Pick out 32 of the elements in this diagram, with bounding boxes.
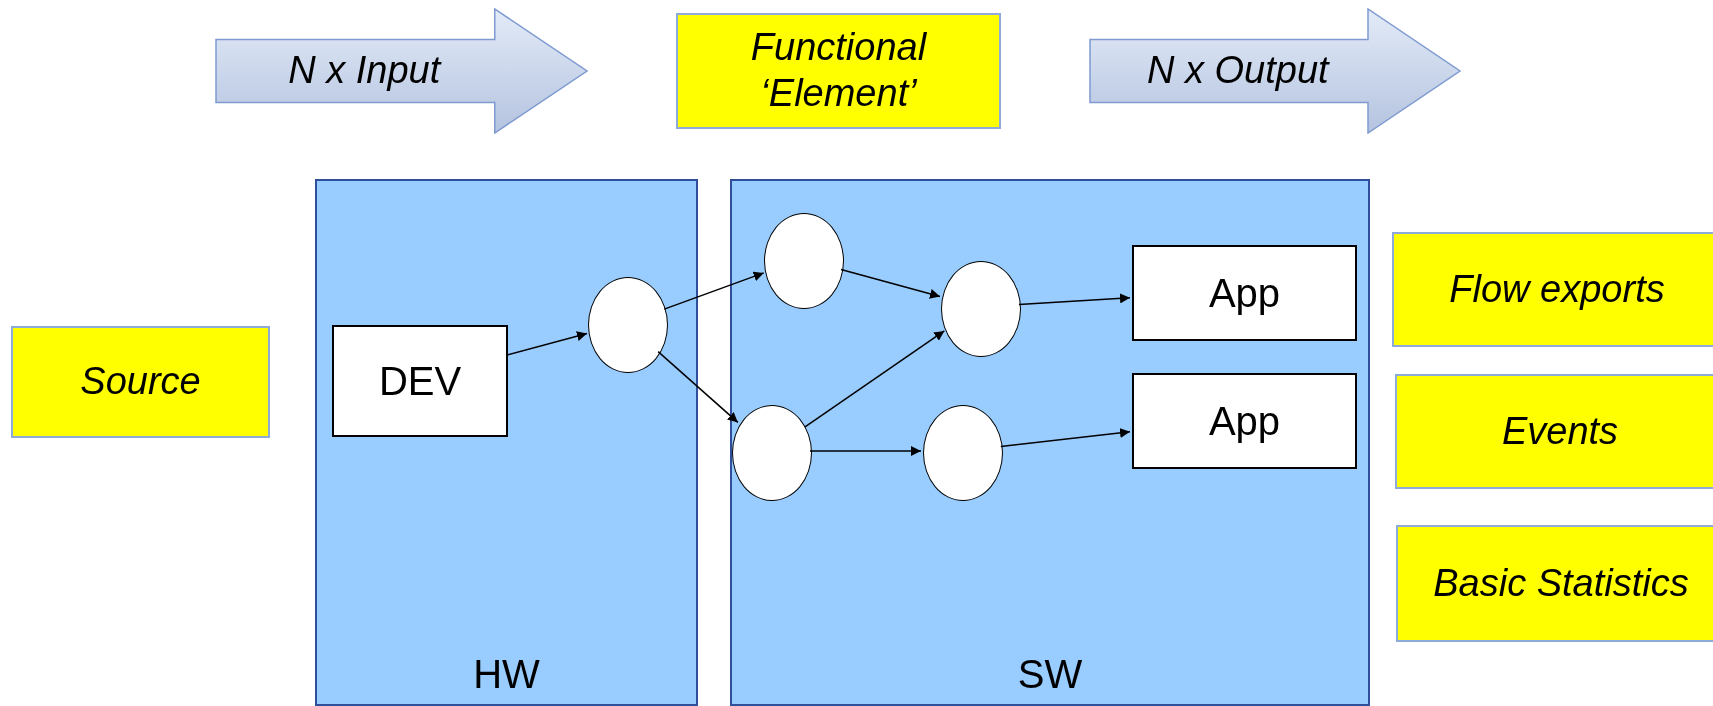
arrow	[840, 268, 941, 299]
block-arrow	[215, 8, 588, 134]
panel	[730, 179, 1370, 706]
arrow	[809, 446, 922, 456]
node-label: Functional ‘Element’	[749, 25, 928, 116]
process-box	[1132, 373, 1357, 469]
panel	[315, 179, 698, 706]
process-box	[332, 325, 508, 437]
node-label: Source	[79, 359, 202, 405]
panel-label: SW	[1016, 651, 1084, 698]
process-box	[1132, 245, 1357, 341]
label-box	[11, 326, 270, 438]
label-box	[676, 13, 1001, 129]
node-label: DEV	[377, 358, 463, 405]
node-label: Basic Statistics	[1432, 560, 1690, 606]
arrow	[657, 350, 739, 424]
arrow	[663, 271, 765, 310]
label-box	[1395, 374, 1713, 489]
block-arrow	[1089, 8, 1461, 134]
node-label: Events	[1500, 408, 1620, 454]
arrow	[803, 330, 946, 428]
arrow	[505, 331, 588, 357]
arrow	[1018, 293, 1131, 306]
label-box	[1396, 525, 1713, 642]
node-label: N x Input	[287, 48, 443, 94]
node-label: App	[1207, 398, 1282, 445]
label-box	[1392, 232, 1713, 347]
arrow	[1000, 427, 1131, 448]
panel-label: HW	[472, 651, 541, 698]
node-label: Flow exports	[1448, 266, 1666, 312]
node-label: N x Output	[1146, 48, 1331, 94]
node-label: App	[1207, 270, 1282, 317]
